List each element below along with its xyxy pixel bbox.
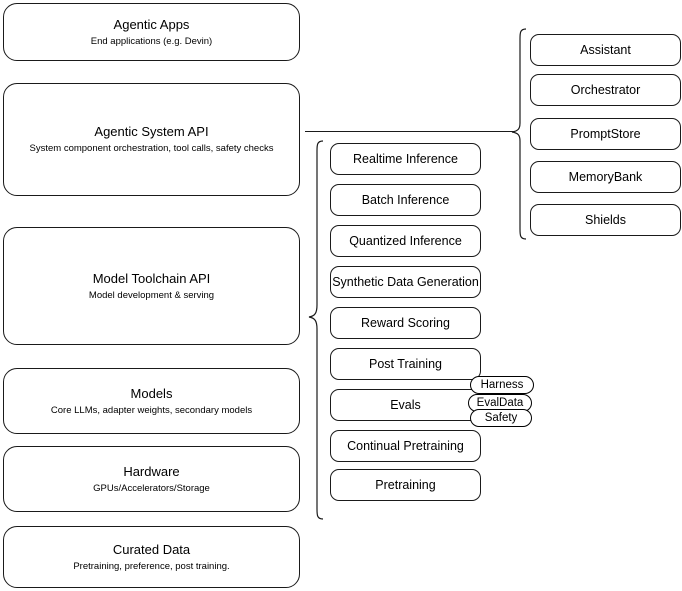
agentic-component-label: MemoryBank (568, 170, 643, 184)
layer-box-curated-data[interactable]: Curated Data Pretraining, preference, po… (3, 526, 300, 588)
layer-subtitle: End applications (e.g. Devin) (90, 35, 213, 47)
agentic-component-orchestrator[interactable]: Orchestrator (530, 74, 681, 106)
eval-badge-safety[interactable]: Safety (470, 409, 532, 427)
agentic-component-label: PromptStore (570, 127, 641, 141)
brace-agentic-components (511, 28, 527, 240)
toolchain-item-reward-scoring[interactable]: Reward Scoring (330, 307, 481, 339)
toolchain-item-evals[interactable]: Evals (330, 389, 481, 421)
toolchain-item-label: Synthetic Data Generation (332, 275, 479, 289)
toolchain-item-label: Post Training (369, 357, 442, 371)
layer-box-models[interactable]: Models Core LLMs, adapter weights, secon… (3, 368, 300, 434)
agentic-component-memorybank[interactable]: MemoryBank (530, 161, 681, 193)
brace-toolchain (308, 140, 324, 520)
toolchain-item-batch-inference[interactable]: Batch Inference (330, 184, 481, 216)
layer-title: Curated Data (112, 541, 191, 557)
layer-title: Agentic Apps (113, 16, 190, 32)
toolchain-item-label: Continual Pretraining (347, 439, 464, 453)
layer-subtitle: System component orchestration, tool cal… (29, 143, 274, 154)
connector-line-agentic-system-api (305, 131, 514, 132)
layer-subtitle: Model development & serving (88, 289, 215, 301)
layer-title: Hardware (123, 463, 180, 479)
agentic-component-promptstore[interactable]: PromptStore (530, 118, 681, 150)
toolchain-item-label: Reward Scoring (361, 316, 450, 330)
toolchain-item-pretraining[interactable]: Pretraining (330, 469, 481, 501)
layer-subtitle: Pretraining, preference, post training. (73, 560, 230, 572)
agentic-component-label: Assistant (580, 43, 631, 57)
layer-box-model-toolchain-api[interactable]: Model Toolchain API Model development & … (3, 227, 300, 345)
layer-box-hardware[interactable]: Hardware GPUs/Accelerators/Storage (3, 446, 300, 512)
layer-title: Models (130, 385, 173, 401)
toolchain-item-label: Quantized Inference (349, 234, 462, 248)
layer-title: Agentic System API (94, 124, 209, 139)
toolchain-item-continual-pretraining[interactable]: Continual Pretraining (330, 430, 481, 462)
layer-title: Model Toolchain API (92, 270, 211, 286)
toolchain-item-label: Batch Inference (361, 193, 450, 207)
toolchain-item-quantized-inference[interactable]: Quantized Inference (330, 225, 481, 257)
toolchain-item-synthetic-data-generation[interactable]: Synthetic Data Generation (330, 266, 481, 298)
toolchain-item-post-training[interactable]: Post Training (330, 348, 481, 380)
agentic-component-shields[interactable]: Shields (530, 204, 681, 236)
layer-subtitle: Core LLMs, adapter weights, secondary mo… (50, 404, 253, 416)
eval-badge-harness[interactable]: Harness (470, 376, 534, 394)
toolchain-item-label: Evals (390, 398, 421, 412)
layer-subtitle: GPUs/Accelerators/Storage (93, 482, 210, 494)
agentic-component-assistant[interactable]: Assistant (530, 34, 681, 66)
toolchain-item-label: Pretraining (375, 478, 436, 492)
agentic-component-label: Shields (585, 213, 626, 227)
layer-box-agentic-apps[interactable]: Agentic Apps End applications (e.g. Devi… (3, 3, 300, 61)
toolchain-item-label: Realtime Inference (353, 152, 458, 166)
agentic-component-label: Orchestrator (570, 83, 641, 97)
layer-box-agentic-system-api[interactable]: Agentic System API System component orch… (3, 83, 300, 196)
toolchain-item-realtime-inference[interactable]: Realtime Inference (330, 143, 481, 175)
